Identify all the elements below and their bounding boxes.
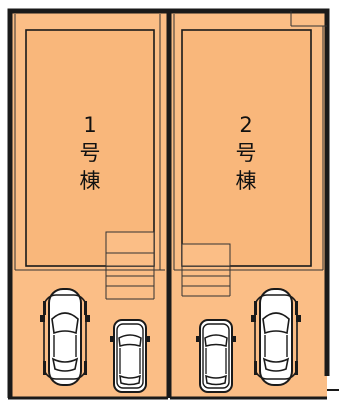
building-2-number: 2 [239, 113, 252, 137]
building-1-footprint [25, 29, 155, 267]
entrance-steps-1 [105, 231, 155, 300]
building-2-footprint [181, 29, 312, 267]
building-1-number: 1 [83, 113, 96, 137]
car-small-lot1 [109, 319, 151, 393]
building-1-label-go: 号 [80, 141, 101, 165]
building-1-label-to: 棟 [80, 169, 101, 193]
building-2-label-to: 棟 [236, 169, 257, 193]
building-2-label-go: 号 [236, 141, 257, 165]
car-small-lot2 [195, 319, 237, 393]
entrance-steps-2 [181, 243, 231, 297]
